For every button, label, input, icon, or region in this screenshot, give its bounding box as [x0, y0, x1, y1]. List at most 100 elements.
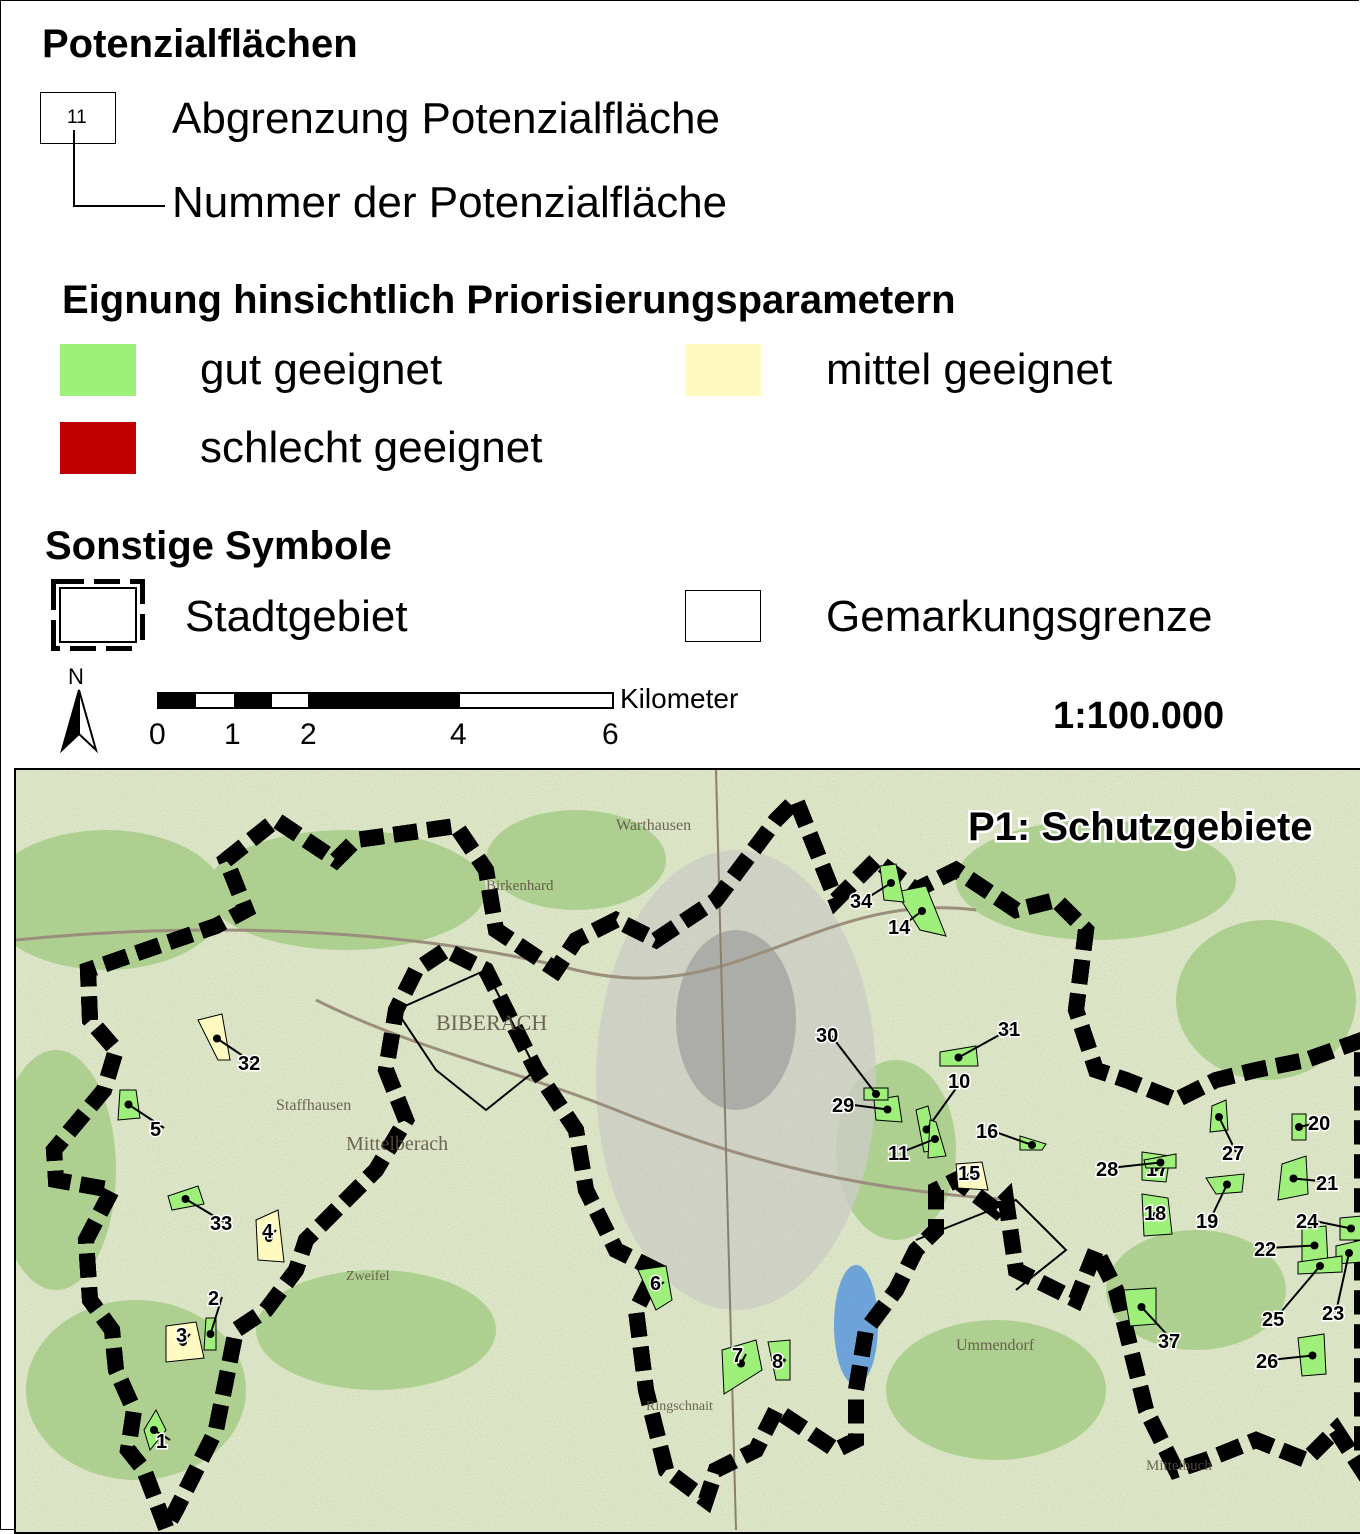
area-anchor-dot — [1289, 1174, 1298, 1183]
label-gut: gut geeignet — [200, 345, 443, 394]
area-anchor-dot — [206, 1330, 215, 1338]
area-anchor-dot — [213, 1034, 221, 1043]
area-leader-line — [1109, 1161, 1161, 1169]
area-anchor-dot — [931, 1135, 939, 1143]
area-number-label: 6 — [650, 1273, 661, 1295]
area-leader-line — [901, 1138, 936, 1153]
area-anchor-dot — [954, 1053, 963, 1062]
area-leader-line — [863, 882, 892, 901]
scale-bar — [157, 692, 614, 709]
area-number-label: 19 — [1196, 1211, 1218, 1233]
legend-title-potenzialflaechen: Potenzialflächen — [42, 22, 358, 66]
area-number-label: 24 — [1296, 1211, 1319, 1233]
stadtgebiet-symbol — [51, 579, 145, 651]
area-number-label: 5 — [150, 1119, 161, 1141]
area-leader-line — [901, 910, 923, 927]
area-anchor-dot — [150, 1426, 158, 1434]
area-number-label: 23 — [1322, 1303, 1344, 1325]
area-anchor-dot — [265, 1234, 273, 1242]
area-leader-line — [216, 1037, 253, 1063]
area-number-label: 8 — [772, 1351, 783, 1373]
scale-tick-2: 2 — [300, 718, 317, 751]
scale-tick-0: 0 — [149, 718, 166, 751]
place-label: Mittelbuch — [1146, 1458, 1212, 1474]
map-title: P1: Schutzgebiete — [968, 805, 1313, 849]
legend-title-eignung: Eignung hinsichtlich Priorisierungsparam… — [62, 278, 956, 322]
area-number-label: 31 — [998, 1019, 1020, 1041]
area-anchor-dot — [654, 1282, 662, 1291]
area-leader-line — [1209, 1184, 1228, 1221]
topographic-base-map — [16, 770, 1360, 1532]
area-anchor-dot — [124, 1100, 133, 1109]
number-label: Nummer der Potenzialfläche — [172, 178, 728, 227]
area-leader-line — [1269, 1354, 1313, 1361]
area-anchor-dot — [1308, 1351, 1317, 1360]
place-labels: BIBERACH Mittelberach Warthausen Ummendo… — [276, 817, 1212, 1474]
swatch-schlecht — [60, 422, 136, 474]
area-number-label: 37 — [1158, 1331, 1180, 1353]
area-anchor-dot — [887, 879, 895, 887]
north-label: N — [68, 664, 84, 689]
area-number-label: 3 — [176, 1325, 187, 1347]
area-number-label: 7 — [732, 1345, 743, 1367]
area-anchor-dot — [1215, 1113, 1223, 1121]
scale-tick-1: 1 — [224, 718, 241, 751]
area-anchor-dot — [179, 1338, 187, 1346]
area-leader-line — [209, 1296, 223, 1335]
swatch-gut — [60, 344, 136, 396]
area-anchor-dot — [1295, 1123, 1303, 1131]
area-anchor-dot — [1156, 1158, 1165, 1167]
swatch-mittel — [685, 344, 761, 396]
boundary-label: Abgrenzung Potenzialfläche — [172, 94, 720, 143]
area-number-label: 22 — [1254, 1239, 1276, 1261]
area-number-label: 11 — [888, 1143, 909, 1165]
area-number-label: 30 — [816, 1025, 838, 1047]
area-leader-line — [1293, 1177, 1331, 1183]
area-number-label: 20 — [1308, 1113, 1330, 1135]
area-leader-line — [1275, 1265, 1321, 1319]
sample-area-number: 11 — [67, 107, 87, 128]
area-anchor-dot — [872, 1090, 880, 1098]
area-number-label: 18 — [1144, 1203, 1166, 1225]
legend-title-sonstige: Sonstige Symbole — [45, 524, 392, 568]
scale-tick-6: 6 — [602, 718, 619, 751]
area-anchor-dot — [1316, 1262, 1324, 1270]
area-number-label: 16 — [976, 1121, 998, 1143]
area-leader-line — [845, 1103, 888, 1111]
area-number-label: 10 — [948, 1071, 970, 1093]
area-leader-line — [989, 1129, 1033, 1146]
area-anchor-dot — [1310, 1241, 1319, 1250]
area-anchor-dot — [967, 1172, 975, 1180]
north-arrow-icon — [60, 689, 98, 754]
area-anchor-dot — [1028, 1141, 1036, 1149]
sample-area-box: 11 — [40, 92, 116, 144]
area-anchor-dot — [1152, 1211, 1161, 1220]
gemarkung-swatch — [685, 590, 761, 642]
scale-ratio: 1:100.000 — [1053, 695, 1225, 737]
place-label: Staffhausen — [276, 1097, 351, 1114]
area-number-label: 29 — [832, 1095, 854, 1117]
area-number-label: 14 — [888, 917, 911, 939]
place-label: Ringschnait — [646, 1399, 713, 1414]
city-boundary — [45, 785, 1360, 1532]
area-leader-line — [829, 1033, 877, 1095]
scale-unit: Kilometer — [620, 683, 739, 714]
place-label: Warthausen — [616, 817, 691, 834]
place-label: Birkenhard — [486, 878, 554, 894]
area-anchor-dot — [1347, 1224, 1355, 1233]
number-leader-line — [73, 130, 165, 207]
area-number-label: 34 — [850, 891, 873, 913]
place-label: BIBERACH — [436, 1010, 547, 1035]
area-anchor-dot — [777, 1356, 785, 1365]
area-leader-line — [184, 1198, 225, 1223]
area-number-label: 2 — [208, 1288, 219, 1310]
area-number-label: 32 — [238, 1053, 260, 1075]
area-leader-line — [1335, 1252, 1350, 1313]
area-number-label: 33 — [210, 1213, 232, 1235]
stadtgebiet-label: Stadtgebiet — [185, 592, 408, 641]
area-leader-line — [127, 1103, 165, 1129]
place-label: Mittelberach — [346, 1133, 448, 1155]
